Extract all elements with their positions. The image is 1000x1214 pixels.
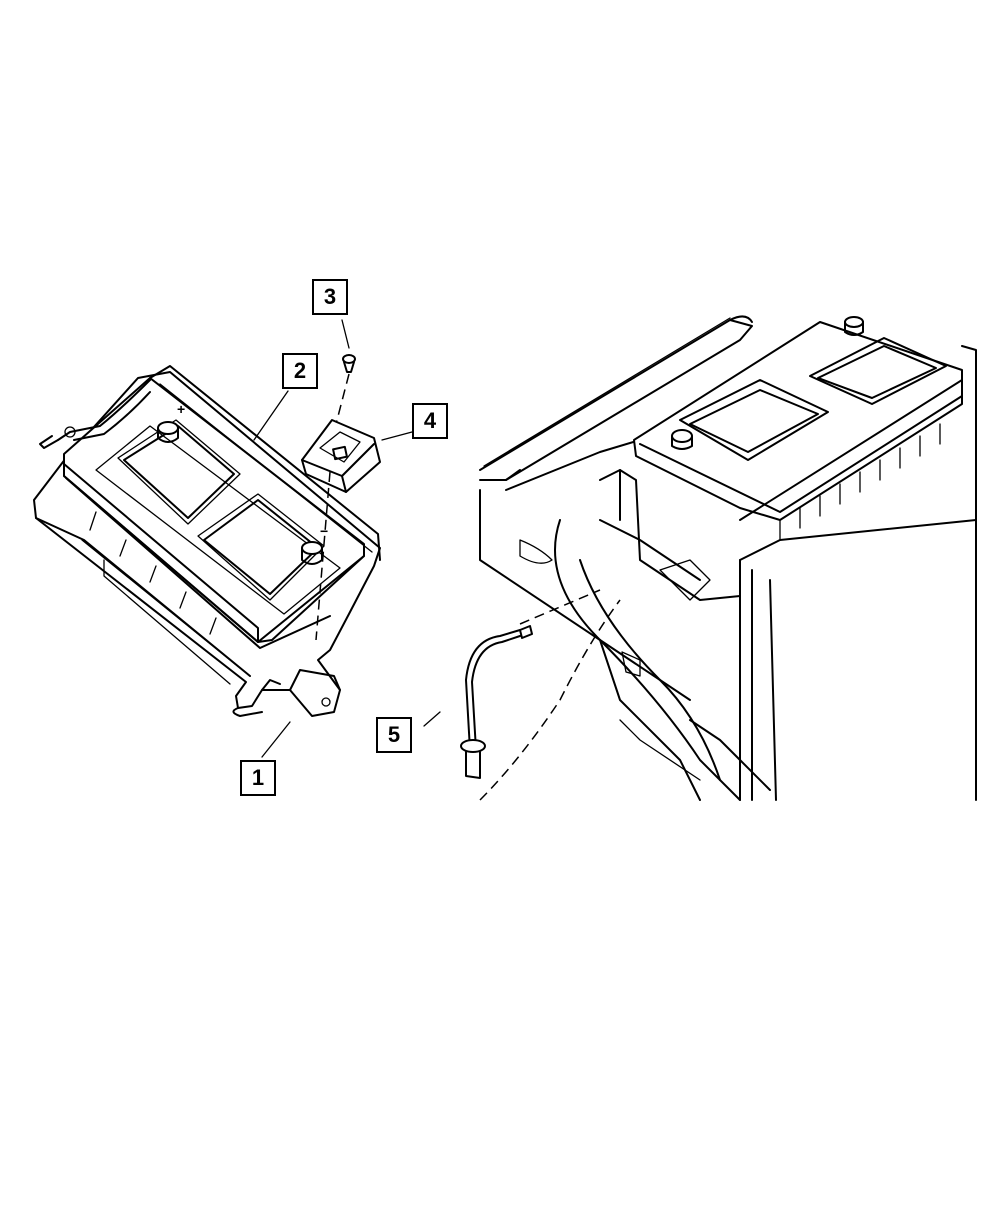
leader-3 [341,319,350,349]
positive-terminal-mark: + [177,401,185,417]
hold-down-clamp [301,419,381,493]
battery [39,365,381,643]
clamp-install-line [315,471,331,641]
callout-1: 1 [240,760,276,796]
vent-install-line [479,599,621,801]
bolt [342,354,356,373]
callout-4: 4 [412,403,448,439]
callout-3: 3 [312,279,348,315]
callout-5: 5 [376,717,412,753]
leader-2 [253,390,289,441]
callout-2: 2 [282,353,318,389]
tube-install-line [519,589,601,625]
vent-tube [460,625,533,779]
leader-1 [261,721,291,758]
bolt-install-line [335,373,350,425]
vehicle-installation-view [479,315,977,801]
leader-5 [423,711,441,727]
leader-4 [381,431,413,441]
negative-terminal-mark: − [320,523,328,539]
